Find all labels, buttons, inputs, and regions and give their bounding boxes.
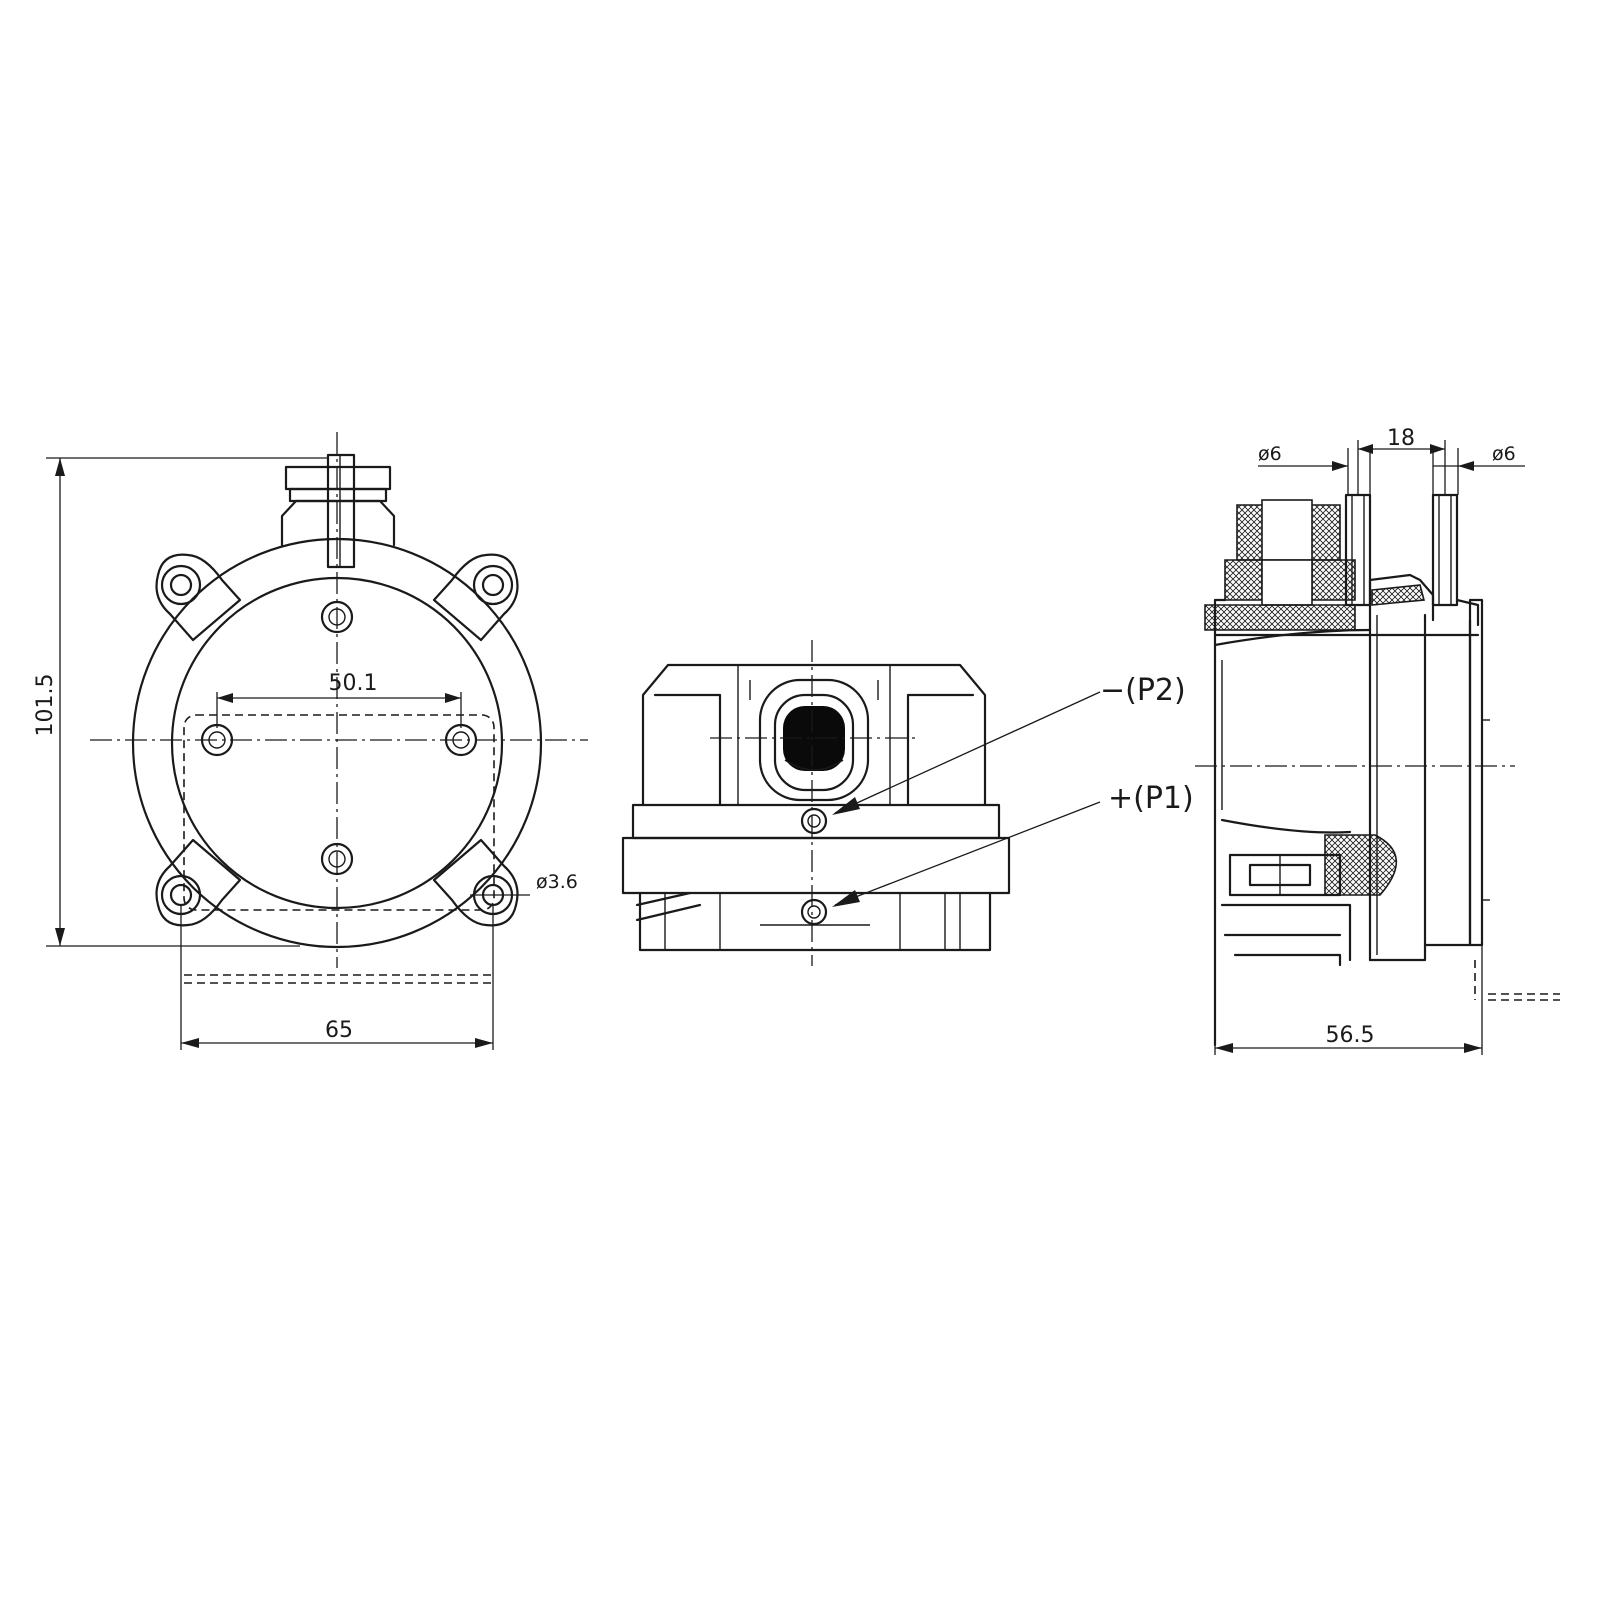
pressure-nozzles [1344, 493, 1459, 607]
port-positive-label: +(P1) [1108, 781, 1194, 816]
dim-depth: 56.5 [1214, 945, 1560, 1055]
dim-width-label: 65 [325, 1018, 353, 1043]
dim-port-diameter-right: ø6 [1432, 443, 1525, 495]
dim-port-diameter-left: ø6 [1258, 443, 1371, 495]
dim-port-diameter-right-label: ø6 [1492, 443, 1516, 465]
side-view: ø6 18 ø6 56 [1195, 426, 1560, 1055]
port-p2-hole [800, 807, 828, 835]
dim-hole-diameter: ø3.6 [470, 871, 578, 896]
dim-height-label: 101.5 [33, 674, 58, 737]
hidden-outline [183, 714, 495, 911]
dim-width: 65 [180, 905, 494, 1050]
port-p1-hole [800, 898, 828, 926]
dim-depth-label: 56.5 [1326, 1023, 1375, 1048]
front-view: 101.5 50.1 ø3.6 65 [33, 432, 588, 1050]
dim-port-spacing: 18 [1357, 426, 1446, 495]
middle-view: −(P2) +(P1) [621, 640, 1194, 966]
dim-height: 101.5 [33, 457, 328, 947]
dim-port-spacing-label: 18 [1387, 426, 1415, 451]
dim-hole-spacing: 50.1 [216, 671, 462, 728]
port-boss [758, 678, 870, 802]
dim-hole-spacing-label: 50.1 [329, 671, 378, 696]
screws [200, 600, 478, 876]
port-negative-label: −(P2) [1100, 673, 1186, 708]
top-fitting [280, 453, 396, 569]
dim-hole-diameter-label: ø3.6 [536, 871, 578, 893]
dim-port-diameter-left-label: ø6 [1258, 443, 1282, 465]
